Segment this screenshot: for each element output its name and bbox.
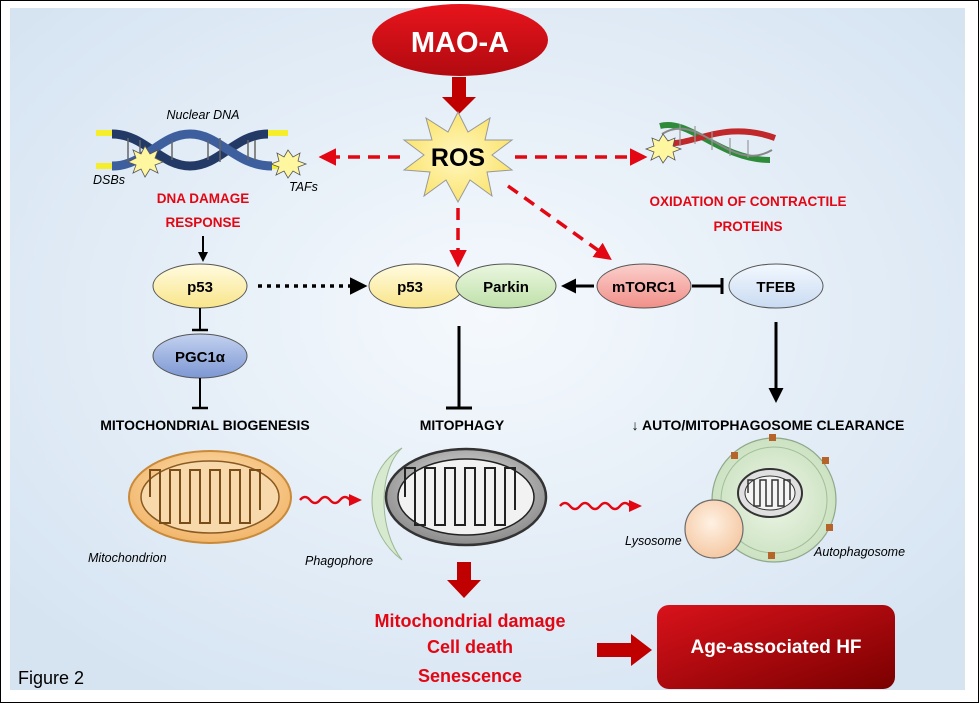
contractile-protein-graphic bbox=[644, 122, 777, 164]
lysosome-label: Lysosome bbox=[625, 534, 682, 548]
p53-left-node: p53 bbox=[152, 263, 248, 309]
damaged-mitochondrion-graphic bbox=[384, 447, 548, 547]
ros-to-mtorc1-arrow bbox=[506, 184, 612, 261]
p53-center-label: p53 bbox=[397, 279, 423, 296]
p53-left-label: p53 bbox=[187, 279, 213, 296]
dsbs-label: DSBs bbox=[93, 173, 125, 187]
figure-label: Figure 2 bbox=[18, 668, 84, 688]
ros-label: ROS bbox=[431, 144, 485, 172]
age-hf-box: Age-associated HF bbox=[657, 605, 895, 689]
tfeb-node: TFEB bbox=[728, 263, 824, 309]
lysosome-graphic bbox=[684, 499, 744, 559]
oxidation-label-1: OXIDATION OF CONTRACTILE bbox=[650, 194, 847, 209]
outcome-mitochondrial-damage: Mitochondrial damage bbox=[374, 611, 565, 631]
mtorc1-inhibits-tfeb bbox=[692, 278, 724, 294]
pgc1a-inhibits-biogenesis bbox=[192, 378, 208, 410]
phagophore-label: Phagophore bbox=[305, 554, 373, 568]
oxidation-label-2: PROTEINS bbox=[713, 219, 782, 234]
ros-node: ROS bbox=[402, 110, 514, 204]
mao-a-node: MAO-A bbox=[372, 4, 548, 76]
outcome-senescence: Senescence bbox=[418, 666, 522, 686]
outcomes-to-hf-arrow bbox=[597, 634, 652, 666]
background-panel bbox=[10, 8, 965, 690]
mao-a-label: MAO-A bbox=[411, 27, 509, 59]
phagophore-graphic bbox=[371, 447, 403, 561]
nuclear-dna-graphic bbox=[96, 129, 308, 179]
age-hf-label: Age-associated HF bbox=[690, 637, 861, 658]
autophagosome-label: Autophagosome bbox=[813, 545, 905, 559]
nuclear-dna-label: Nuclear DNA bbox=[167, 108, 240, 122]
pgc1a-node: PGC1α bbox=[152, 333, 248, 379]
clearance-label: ↓ AUTO/MITOPHAGOSOME CLEARANCE bbox=[632, 417, 905, 433]
mitophagy-to-outcomes-arrow bbox=[447, 562, 481, 598]
p53-inhibits-pgc1a bbox=[192, 308, 208, 332]
mito-biogenesis-label: MITOCHONDRIAL BIOGENESIS bbox=[100, 417, 310, 433]
complex-inhibits-mitophagy bbox=[446, 326, 472, 410]
mitochondrion-graphic bbox=[128, 450, 292, 544]
wavy-arrow-right bbox=[559, 500, 642, 512]
outcome-cell-death: Cell death bbox=[427, 637, 513, 657]
mao-to-ros-arrow bbox=[442, 77, 476, 114]
tfeb-label: TFEB bbox=[756, 279, 795, 296]
pgc1a-label: PGC1α bbox=[175, 349, 226, 366]
dna-damage-label-1: DNA DAMAGE bbox=[157, 191, 250, 206]
parkin-node bbox=[455, 263, 557, 309]
tafs-label: TAFs bbox=[289, 180, 318, 194]
mitophagy-label: MITOPHAGY bbox=[420, 417, 505, 433]
mitochondrion-label: Mitochondrion bbox=[88, 551, 167, 565]
mtorc1-node: mTORC1 bbox=[596, 263, 692, 309]
parkin-label: Parkin bbox=[483, 279, 529, 296]
p53-parkin-complex: p53 Parkin bbox=[368, 263, 557, 309]
mtorc1-label: mTORC1 bbox=[612, 279, 676, 296]
wavy-arrow-left bbox=[299, 494, 362, 506]
dna-damage-label-2: RESPONSE bbox=[165, 215, 240, 230]
